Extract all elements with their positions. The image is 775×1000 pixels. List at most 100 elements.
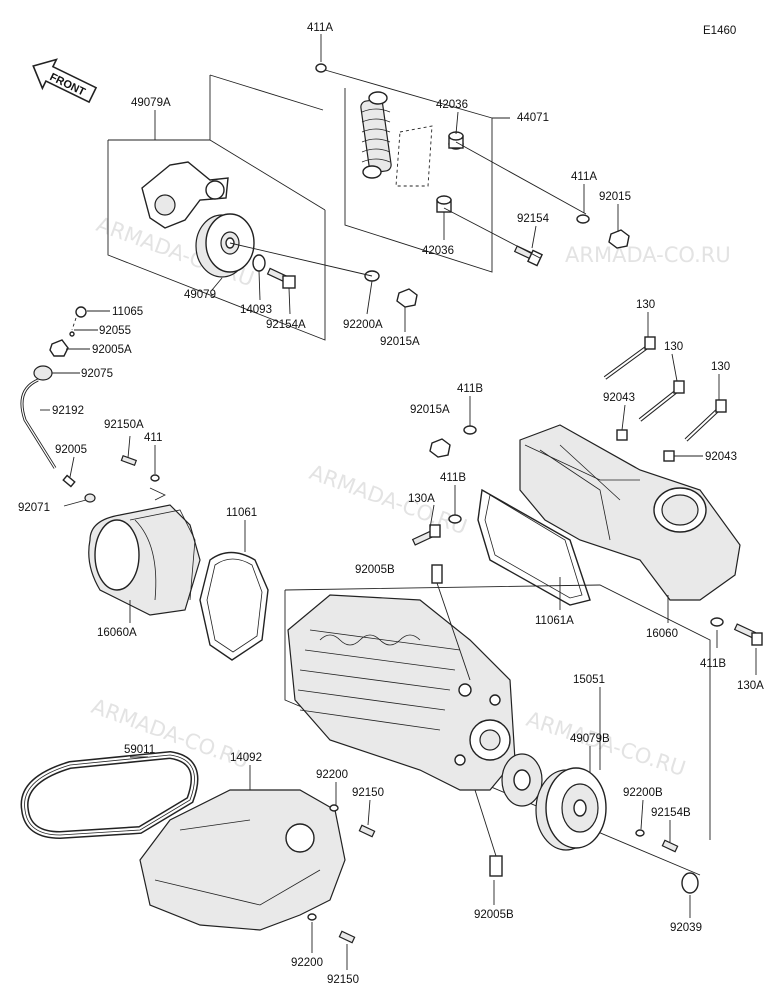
- collar-42036-bottom: [436, 195, 452, 213]
- clip-92055: [69, 331, 75, 337]
- cap-11065: [75, 306, 87, 318]
- belt-59011: [20, 750, 199, 840]
- label-130-b: 130: [664, 341, 683, 353]
- label-14092: 14092: [230, 752, 262, 764]
- label-92192: 92192: [52, 405, 84, 417]
- sensor-hose-group: [20, 306, 166, 503]
- fitting-92005B-bottom: [489, 855, 503, 877]
- label-411B-top: 411B: [457, 383, 483, 395]
- washer-14093: [252, 254, 266, 272]
- bolt-92150A: [120, 454, 138, 466]
- front-arrow-icon: FRONT: [32, 58, 98, 104]
- label-92043-b: 92043: [705, 451, 737, 463]
- label-92043-a: 92043: [603, 392, 635, 404]
- label-92075: 92075: [81, 368, 113, 380]
- fitting-92005A: [49, 339, 69, 357]
- label-11061A: 11061A: [535, 615, 574, 627]
- grommet-92075: [33, 365, 53, 381]
- belt-cover-14092: [139, 789, 346, 931]
- collar-42036-top: [448, 131, 464, 150]
- washer-411A-right: [576, 214, 590, 224]
- label-92200-mid: 92200: [316, 769, 348, 781]
- washer-411B-mid: [448, 514, 462, 524]
- label-92015A-right: 92015A: [410, 404, 450, 416]
- label-411-left: 411: [144, 432, 162, 444]
- washer-92200-mid: [329, 804, 339, 812]
- bolt-130A-left: [411, 524, 441, 546]
- label-92005B-top: 92005B: [355, 564, 395, 576]
- label-42036-bottom: 42036: [422, 245, 454, 257]
- diagram-code: E1460: [703, 25, 736, 37]
- label-92071: 92071: [18, 502, 50, 514]
- bolt-130A-right: [733, 623, 763, 646]
- label-92150-bottom: 92150: [327, 974, 359, 986]
- label-411A-top: 411A: [307, 22, 333, 34]
- watermark-2: ARMADA-CO.RU: [565, 243, 731, 267]
- label-411A-right: 411A: [571, 171, 597, 183]
- bolts-130: [603, 336, 727, 442]
- tensioner-group: [315, 63, 630, 273]
- bolt-92150-mid: [358, 824, 376, 838]
- collar-92043-b: [663, 450, 675, 462]
- label-92015: 92015: [599, 191, 631, 203]
- washer-411B-top: [463, 425, 477, 435]
- label-92055: 92055: [99, 325, 131, 337]
- label-92150A: 92150A: [104, 419, 144, 431]
- nut-92015A-right: [429, 438, 451, 458]
- washer-411B-bot: [710, 617, 724, 627]
- label-92039: 92039: [670, 922, 702, 934]
- label-411B-bottom: 411B: [700, 658, 726, 670]
- supercharger-frame-right: [284, 584, 711, 840]
- gasket-11061: [199, 551, 269, 661]
- bolt-92154B: [661, 839, 679, 853]
- label-59011: 59011: [124, 744, 155, 756]
- cap-92039: [681, 872, 699, 894]
- washer-92200-bot: [307, 913, 317, 921]
- label-130A-right: 130A: [737, 680, 764, 692]
- label-14093: 14093: [240, 304, 272, 316]
- fitting-92005: [62, 474, 76, 488]
- label-92200B: 92200B: [623, 787, 663, 799]
- label-92005A: 92005A: [92, 344, 132, 356]
- label-92200A: 92200A: [343, 319, 383, 331]
- label-130A-left: 130A: [408, 493, 435, 505]
- part-labels: 411A 44071 42036 42036 411A 92015 92154 …: [18, 22, 764, 986]
- bolt-92150-bot: [338, 930, 356, 944]
- label-11061: 11061: [226, 507, 257, 519]
- spring-damper: [360, 91, 392, 179]
- label-92150-mid: 92150: [352, 787, 384, 799]
- label-92154A: 92154A: [266, 319, 306, 331]
- washer-411A-top: [315, 63, 327, 73]
- nut-92015A: [396, 288, 418, 308]
- washer-411: [150, 474, 160, 482]
- label-49079: 49079: [184, 289, 216, 301]
- gasket-11061A: [477, 488, 591, 606]
- label-44071: 44071: [517, 112, 549, 124]
- label-15051: 15051: [573, 674, 605, 686]
- label-92005B-bottom: 92005B: [474, 909, 514, 921]
- label-16060A: 16060A: [97, 627, 137, 639]
- label-411B-mid: 411B: [440, 472, 466, 484]
- nut-92015: [608, 229, 630, 249]
- leader-lines: [40, 34, 757, 970]
- label-130-a: 130: [636, 299, 655, 311]
- fitting-92005B-top: [431, 564, 471, 681]
- label-130-c: 130: [711, 361, 730, 373]
- supercharger-15051: [287, 594, 516, 791]
- label-42036-top: 42036: [436, 99, 468, 111]
- washer-92200B: [635, 829, 645, 837]
- label-92200-bottom: 92200: [291, 957, 323, 969]
- pulley-49079B: [535, 767, 607, 851]
- label-92015A-left: 92015A: [380, 336, 420, 348]
- label-92154: 92154: [517, 213, 550, 225]
- label-92005: 92005: [55, 444, 87, 456]
- bolt-92154: [513, 245, 543, 267]
- collar-92043-a: [616, 429, 628, 441]
- clip-part: [395, 125, 433, 187]
- clip-92071: [84, 493, 96, 503]
- label-92154B: 92154B: [651, 807, 691, 819]
- label-11065: 11065: [112, 306, 143, 318]
- intake-cover-16060A: [88, 504, 201, 616]
- bolt-92154A: [266, 267, 296, 289]
